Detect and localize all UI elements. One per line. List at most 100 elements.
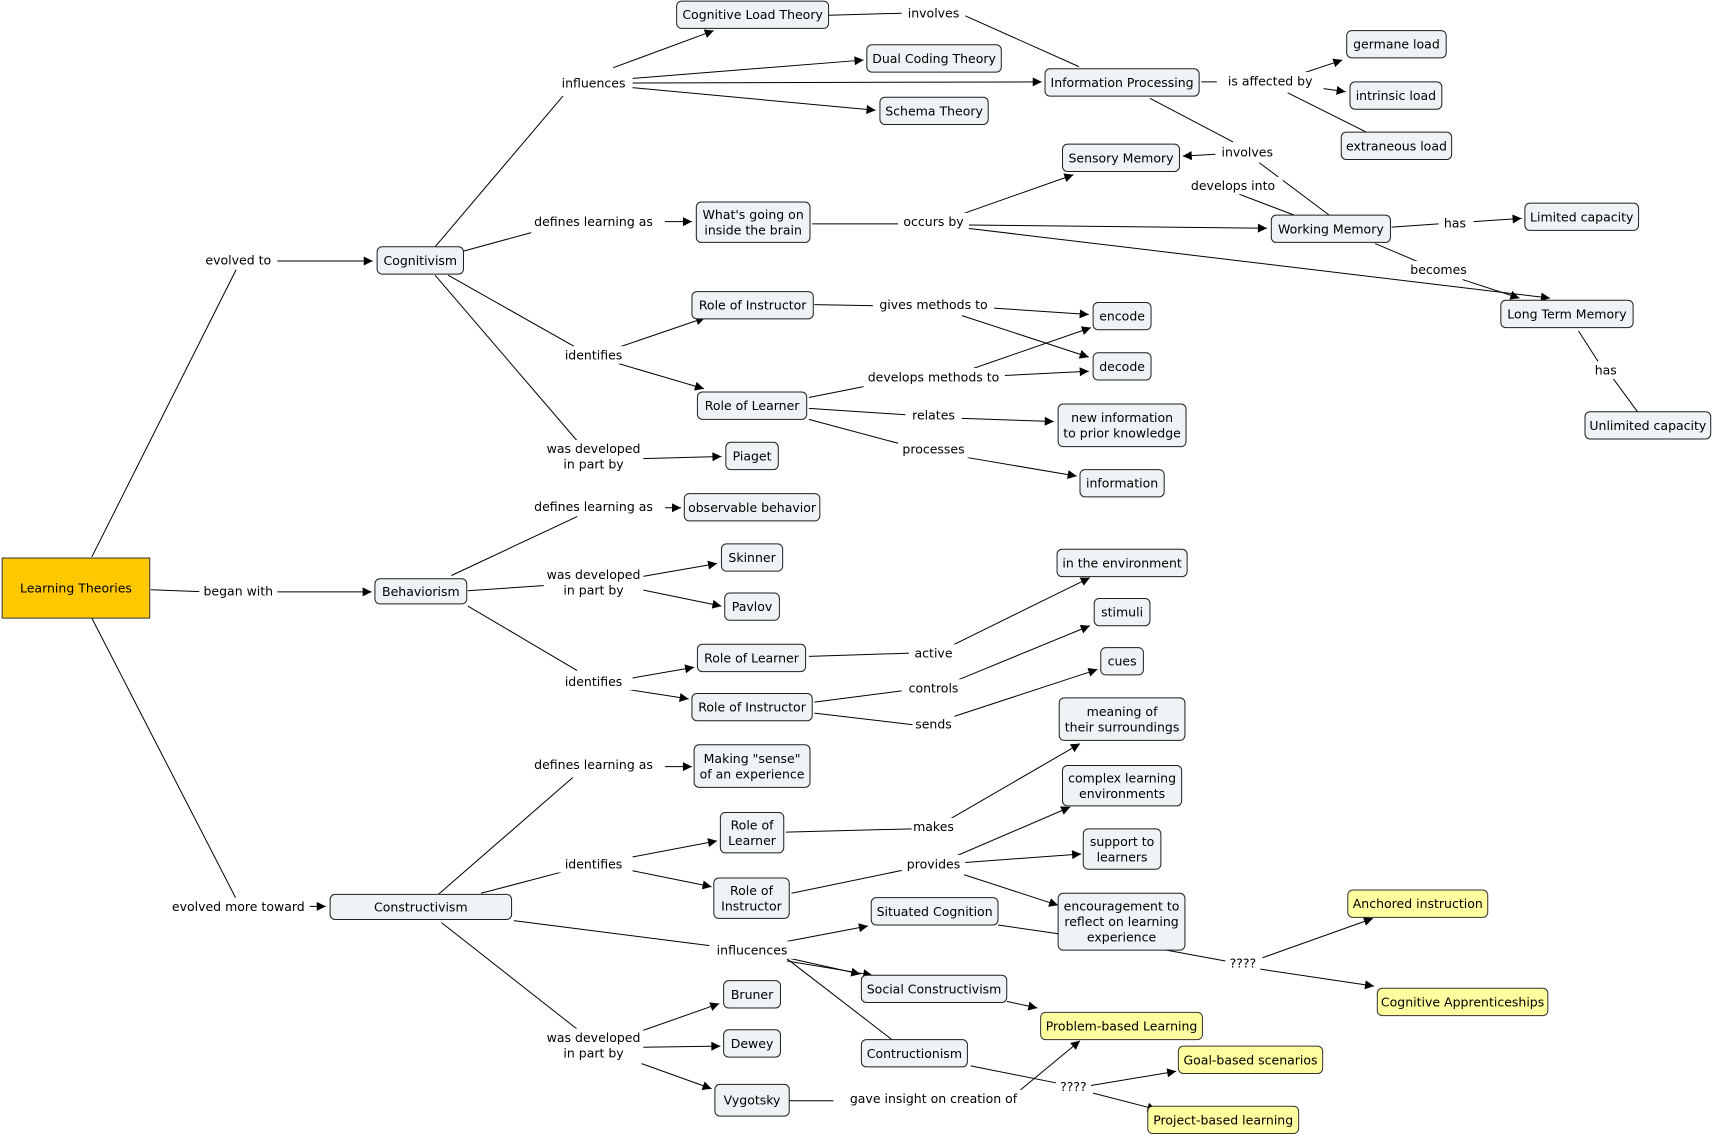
concept-con[interactable]: Constructivism <box>329 893 513 920</box>
concept-box[interactable] <box>879 96 989 125</box>
concept-box[interactable] <box>1376 987 1549 1017</box>
concept-box[interactable] <box>693 744 811 788</box>
concept-stimuli[interactable]: stimuli <box>1093 597 1151 627</box>
concept-box[interactable] <box>1057 892 1186 951</box>
concept-box[interactable] <box>1062 143 1180 172</box>
concept-box[interactable] <box>691 692 813 722</box>
concept-box[interactable] <box>1040 1011 1203 1041</box>
concept-box[interactable] <box>1340 131 1453 160</box>
concept-box[interactable] <box>719 811 785 854</box>
concept-ob[interactable]: observable behavior <box>683 493 821 522</box>
concept-msoe[interactable]: Making "sense"of an experience <box>693 744 811 788</box>
concept-box[interactable] <box>720 543 784 572</box>
concept-box[interactable] <box>1584 411 1712 440</box>
concept-box[interactable] <box>696 643 807 673</box>
concept-rol2[interactable]: Role of Learner <box>696 643 807 673</box>
concept-box[interactable] <box>1057 403 1187 448</box>
concept-cog[interactable]: Cognitivism <box>376 246 464 275</box>
concept-box[interactable] <box>1082 828 1162 870</box>
concept-contr[interactable]: Contructionism <box>860 1039 968 1068</box>
concept-gbs[interactable]: Goal-based scenarios <box>1177 1045 1324 1074</box>
concept-box[interactable] <box>723 980 781 1009</box>
concept-box[interactable] <box>683 493 821 522</box>
concept-box[interactable] <box>1 557 151 619</box>
concept-sm[interactable]: Sensory Memory <box>1062 143 1180 172</box>
concept-el[interactable]: extraneous load <box>1340 131 1453 160</box>
concept-box[interactable] <box>1346 30 1447 59</box>
concept-enc[interactable]: encode <box>1092 301 1152 331</box>
concept-st[interactable]: Schema Theory <box>879 96 989 125</box>
concept-piaget[interactable]: Piaget <box>725 441 779 471</box>
concept-ca[interactable]: Cognitive Apprenticeships <box>1376 987 1549 1017</box>
concept-box[interactable] <box>1079 469 1165 498</box>
concept-pbl[interactable]: Problem-based Learning <box>1040 1011 1203 1041</box>
concept-dec[interactable]: decode <box>1092 352 1152 381</box>
concept-box[interactable] <box>1092 352 1152 381</box>
concept-box[interactable] <box>713 877 790 919</box>
concept-pavlov[interactable]: Pavlov <box>724 592 780 621</box>
concept-sc[interactable]: Situated Cognition <box>870 897 999 926</box>
concept-box[interactable] <box>1524 202 1640 231</box>
concept-box[interactable] <box>676 0 830 29</box>
concept-wm[interactable]: Working Memory <box>1270 214 1391 243</box>
concept-rol1[interactable]: Role of Learner <box>696 391 808 420</box>
concept-box[interactable] <box>1270 214 1391 243</box>
concept-box[interactable] <box>1062 765 1183 807</box>
concept-box[interactable] <box>870 897 999 926</box>
concept-clt[interactable]: Cognitive Load Theory <box>676 0 830 29</box>
concept-box[interactable] <box>695 201 811 243</box>
concept-bruner[interactable]: Bruner <box>723 980 781 1009</box>
concept-box[interactable] <box>691 291 814 320</box>
concept-box[interactable] <box>725 441 779 471</box>
concept-box[interactable] <box>714 1083 790 1117</box>
concept-box[interactable] <box>1147 1105 1300 1135</box>
concept-roi2[interactable]: Role of Instructor <box>691 692 813 722</box>
concept-box[interactable] <box>723 1029 781 1058</box>
concept-ai[interactable]: Anchored instruction <box>1347 889 1489 918</box>
concept-box[interactable] <box>329 893 513 920</box>
concept-box[interactable] <box>1092 301 1152 331</box>
concept-box[interactable] <box>724 592 780 621</box>
concept-box[interactable] <box>376 246 464 275</box>
concept-lc[interactable]: Limited capacity <box>1524 202 1640 231</box>
concept-lt[interactable]: Learning Theories <box>1 557 151 619</box>
concept-box[interactable] <box>1056 548 1188 578</box>
concept-box[interactable] <box>1349 81 1443 110</box>
concept-vyg[interactable]: Vygotsky <box>714 1083 790 1117</box>
concept-box[interactable] <box>1177 1045 1324 1074</box>
concept-socc[interactable]: Social Constructivism <box>860 974 1008 1003</box>
concept-beh[interactable]: Behaviorism <box>374 578 468 605</box>
concept-uc[interactable]: Unlimited capacity <box>1584 411 1712 440</box>
concept-roi1[interactable]: Role of Instructor <box>691 291 814 320</box>
concept-box[interactable] <box>1058 697 1186 741</box>
concept-il[interactable]: intrinsic load <box>1349 81 1443 110</box>
concept-cues[interactable]: cues <box>1100 647 1144 676</box>
concept-box[interactable] <box>866 44 1002 73</box>
concept-box[interactable] <box>860 974 1008 1003</box>
concept-gl[interactable]: germane load <box>1346 30 1447 59</box>
concept-ite[interactable]: in the environment <box>1056 548 1188 578</box>
concept-box[interactable] <box>1044 68 1200 97</box>
concept-dct[interactable]: Dual Coding Theory <box>866 44 1002 73</box>
concept-box[interactable] <box>696 391 808 420</box>
concept-box[interactable] <box>1500 299 1634 329</box>
concept-prbl[interactable]: Project-based learning <box>1147 1105 1300 1135</box>
concept-box[interactable] <box>374 578 468 605</box>
concept-box[interactable] <box>1093 597 1151 627</box>
concept-dewey[interactable]: Dewey <box>723 1029 781 1058</box>
concept-box[interactable] <box>1347 889 1489 918</box>
concept-ltm[interactable]: Long Term Memory <box>1500 299 1634 329</box>
concept-skinner[interactable]: Skinner <box>720 543 784 572</box>
concept-info[interactable]: information <box>1079 469 1165 498</box>
concept-ip[interactable]: Information Processing <box>1044 68 1200 97</box>
concept-box[interactable] <box>860 1039 968 1068</box>
concept-box[interactable] <box>1100 647 1144 676</box>
